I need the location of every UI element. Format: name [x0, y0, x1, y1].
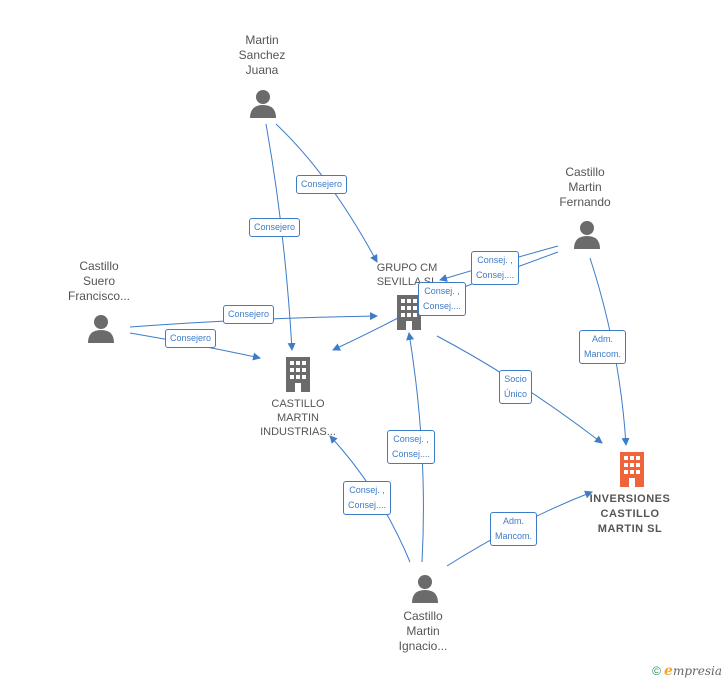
node-martin-sanchez-label: Martin Sanchez Juana — [238, 33, 286, 77]
building-icon[interactable] — [283, 356, 313, 392]
edge-grupo-industrias — [332, 317, 399, 351]
copyright-icon: © — [652, 664, 662, 678]
edge-label-consejero[interactable]: Consejero — [296, 175, 348, 194]
building-icon[interactable] — [394, 294, 424, 330]
edge-label-adm-mancom[interactable]: Adm. Mancom. — [579, 330, 627, 364]
brand-logo: empresia — [664, 663, 722, 679]
building-icon[interactable] — [617, 451, 647, 487]
node-inversiones-label: INVERSIONES CASTILLO MARTIN SL — [589, 493, 671, 535]
edge-label-consej[interactable]: Consej. , Consej.... — [343, 481, 392, 515]
node-castillo-suero-label: Castillo Suero Francisco... — [67, 259, 130, 303]
person-icon[interactable] — [248, 88, 278, 118]
edge-label-consej[interactable]: Consej. , Consej.... — [387, 430, 436, 464]
node-castillo-fernando-label: Castillo Martin Fernando — [559, 165, 611, 209]
node-castillo-ignacio-label: Castillo Martin Ignacio... — [398, 609, 448, 653]
edge-label-adm-mancom[interactable]: Adm. Mancom. — [490, 512, 538, 546]
edge-label-consejero[interactable]: Consejero — [223, 305, 275, 324]
person-icon[interactable] — [410, 573, 440, 603]
edge-label-consejero[interactable]: Consejero — [249, 218, 301, 237]
edge-label-consej[interactable]: Consej. , Consej.... — [471, 251, 520, 285]
person-icon[interactable] — [572, 219, 602, 249]
edge-label-consej[interactable]: Consej. , Consej.... — [418, 282, 467, 316]
edge-label-consejero[interactable]: Consejero — [165, 329, 217, 348]
node-castillo-industrias-label: CASTILLO MARTIN INDUSTRIAS... — [260, 398, 336, 438]
footer-brand: © empresia — [652, 663, 722, 679]
person-icon[interactable] — [86, 313, 116, 343]
edge-label-socio-unico[interactable]: Socio Único — [499, 370, 533, 404]
